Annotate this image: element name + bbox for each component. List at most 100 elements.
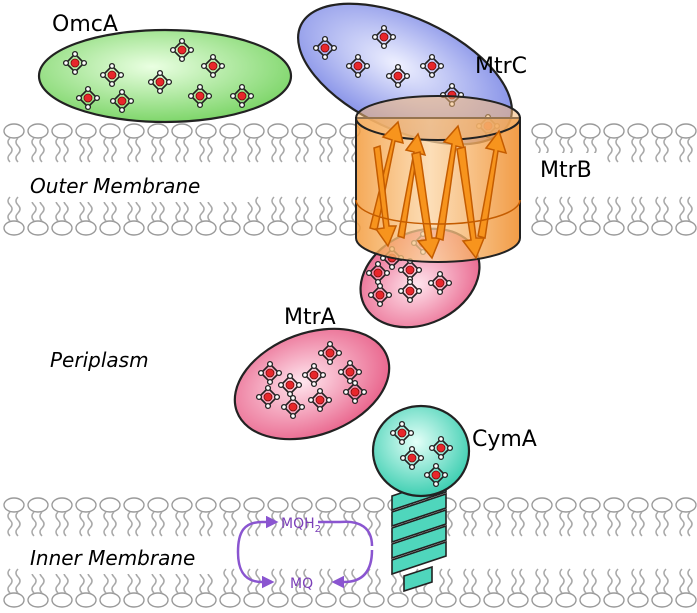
lipid-head bbox=[99, 196, 121, 236]
lipid-head bbox=[171, 123, 193, 163]
lipid-head bbox=[99, 123, 121, 163]
lipid-head bbox=[603, 568, 625, 608]
lipid-head bbox=[603, 196, 625, 236]
lipid-head bbox=[75, 497, 97, 537]
lipid-head bbox=[219, 123, 241, 163]
lipid-head bbox=[627, 196, 649, 236]
periplasm-label: Periplasm bbox=[50, 348, 149, 372]
lipid-head bbox=[603, 123, 625, 163]
lipid-head bbox=[339, 497, 361, 537]
lipid-head bbox=[147, 497, 169, 537]
inner-membrane-label-bg bbox=[22, 540, 222, 574]
mtrc-label: MtrC bbox=[475, 54, 527, 79]
lipid-head bbox=[147, 123, 169, 163]
lipid-head bbox=[51, 196, 73, 236]
lipid-head bbox=[579, 568, 601, 608]
lipid-head bbox=[3, 123, 25, 163]
lipid-head bbox=[99, 568, 121, 608]
lipid-head bbox=[27, 497, 49, 537]
lipid-head bbox=[675, 123, 697, 163]
lipid-head bbox=[243, 568, 265, 608]
lipid-head bbox=[243, 123, 265, 163]
lipid-head bbox=[315, 196, 337, 236]
outer-membrane-label: Outer Membrane bbox=[30, 174, 200, 198]
cyma-protein bbox=[371, 404, 471, 593]
lipid-head bbox=[147, 568, 169, 608]
lipid-head bbox=[123, 568, 145, 608]
lipid-head bbox=[123, 497, 145, 537]
lipid-head bbox=[123, 123, 145, 163]
lipid-head bbox=[651, 123, 673, 163]
lipid-head bbox=[483, 568, 505, 608]
lipid-head bbox=[195, 196, 217, 236]
lipid-head bbox=[531, 497, 553, 537]
lipid-head bbox=[267, 123, 289, 163]
lipid-head bbox=[555, 568, 577, 608]
lipid-head bbox=[651, 568, 673, 608]
lipid-head bbox=[195, 497, 217, 537]
lipid-head bbox=[147, 196, 169, 236]
omca-protein bbox=[37, 28, 293, 124]
lipid-head bbox=[675, 196, 697, 236]
lipid-head bbox=[219, 196, 241, 236]
lipid-head bbox=[363, 568, 385, 608]
lipid-head bbox=[627, 568, 649, 608]
lipid-head bbox=[195, 123, 217, 163]
lipid-head bbox=[243, 497, 265, 537]
lipid-head bbox=[27, 123, 49, 163]
mtra-label: MtrA bbox=[284, 305, 336, 330]
lipid-head bbox=[555, 196, 577, 236]
lipid-head bbox=[603, 497, 625, 537]
lipid-head bbox=[243, 196, 265, 236]
lipid-head bbox=[579, 497, 601, 537]
lipid-head bbox=[459, 568, 481, 608]
lipid-head bbox=[507, 497, 529, 537]
lipid-head bbox=[339, 568, 361, 608]
lipid-head bbox=[531, 196, 553, 236]
lipid-head bbox=[627, 123, 649, 163]
lipid-head bbox=[171, 568, 193, 608]
lipid-head bbox=[651, 497, 673, 537]
mtrb-label-bg bbox=[532, 153, 604, 185]
lipid-head bbox=[291, 123, 313, 163]
lipid-head bbox=[315, 123, 337, 163]
lipid-head bbox=[675, 497, 697, 537]
cyma-label: CymA bbox=[472, 427, 537, 452]
lipid-head bbox=[219, 497, 241, 537]
lipid-head bbox=[171, 196, 193, 236]
lipid-head bbox=[3, 196, 25, 236]
lipid-head bbox=[267, 196, 289, 236]
mqh2-label: MQH2 bbox=[281, 516, 321, 535]
lipid-head bbox=[3, 568, 25, 608]
lipid-head bbox=[171, 497, 193, 537]
inner-membrane-label: Inner Membrane bbox=[30, 546, 195, 570]
outer-membrane-label-bg bbox=[20, 168, 252, 202]
lipid-head bbox=[75, 196, 97, 236]
mtrb-label: MtrB bbox=[540, 158, 592, 183]
mtra-protein bbox=[233, 327, 391, 441]
lipid-head bbox=[267, 568, 289, 608]
mq-redox-cycle: MQH2 MQ bbox=[236, 515, 374, 592]
lipid-head bbox=[507, 568, 529, 608]
lipid-head bbox=[51, 568, 73, 608]
lipid-head bbox=[219, 568, 241, 608]
mq-label: MQ bbox=[290, 576, 313, 592]
lipid-head bbox=[3, 497, 25, 537]
lipid-head bbox=[27, 568, 49, 608]
lipid-head bbox=[555, 497, 577, 537]
lipid-head bbox=[195, 568, 217, 608]
lipid-head bbox=[291, 196, 313, 236]
lipid-head bbox=[627, 497, 649, 537]
lipid-head bbox=[315, 568, 337, 608]
omca-label: OmcA bbox=[52, 12, 118, 37]
lipid-head bbox=[51, 497, 73, 537]
lipid-head bbox=[27, 196, 49, 236]
lipid-head bbox=[435, 568, 457, 608]
lipid-head bbox=[75, 568, 97, 608]
lipid-head bbox=[99, 497, 121, 537]
lipid-head bbox=[579, 196, 601, 236]
lipid-head bbox=[531, 568, 553, 608]
lipid-head bbox=[123, 196, 145, 236]
lipid-head bbox=[483, 497, 505, 537]
